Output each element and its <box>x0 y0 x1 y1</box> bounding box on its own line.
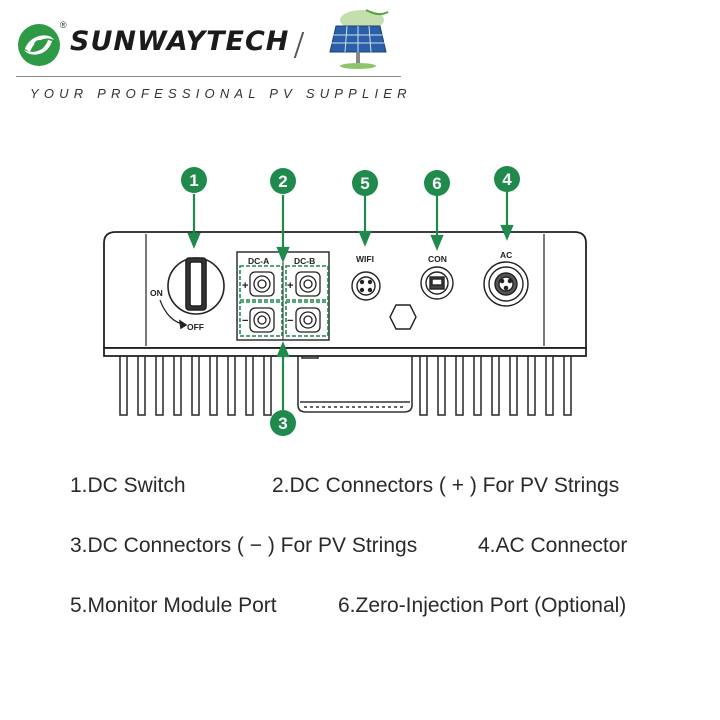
tagline: YOUR PROFESSIONAL PV SUPPLIER <box>30 86 412 101</box>
header-divider <box>293 32 305 58</box>
ac-connector <box>483 261 529 307</box>
inverter-body <box>103 231 587 357</box>
con-port <box>420 266 454 300</box>
ac-label: AC <box>500 250 512 260</box>
dc-a-minus-label: − <box>242 315 248 327</box>
dc-a-plus-label: + <box>242 280 248 292</box>
callout-1: 1 <box>189 171 198 190</box>
callout-6: 6 <box>432 174 441 193</box>
callout-4: 4 <box>502 170 512 189</box>
wifi-label: WIFI <box>356 254 374 264</box>
callout-2: 2 <box>278 172 287 191</box>
switch-on-label: ON <box>150 288 163 298</box>
brand-header: ® SUNWAYTECH YOUR PROFESSIONAL PV SUPPLI… <box>0 0 720 110</box>
sunwaytech-logo-icon <box>18 24 60 66</box>
dc-b-label: DC-B <box>294 256 315 266</box>
registered-mark: ® <box>60 20 67 30</box>
callout-arrows <box>187 192 514 410</box>
brand-name: SUNWAYTECH <box>70 26 290 57</box>
dc-switch <box>159 257 225 330</box>
legend-item-zero-injection: 6.Zero-Injection Port (Optional) <box>338 594 627 617</box>
vent-nut <box>389 304 417 330</box>
legend-item-dc-switch: 1.DC Switch <box>70 474 186 497</box>
legend-item-dc-negative: 3.DC Connectors ( − ) For PV Strings <box>70 534 418 557</box>
callout-badges <box>181 166 520 436</box>
callout-5: 5 <box>360 174 369 193</box>
dc-a-label: DC-A <box>248 256 269 266</box>
dc-b-plus-label: + <box>287 280 293 292</box>
legend-item-dc-positive: 2.DC Connectors ( + ) For PV Strings <box>272 474 620 497</box>
component-legend: 1.DC Switch 2.DC Connectors ( + ) For PV… <box>0 460 720 660</box>
wifi-port <box>351 271 381 301</box>
switch-off-label: OFF <box>187 322 204 332</box>
con-label: CON <box>428 254 447 264</box>
inverter-bottom-diagram: ON OFF DC-A DC-B + + − − WIFI <box>103 166 587 436</box>
dc-connector-block <box>236 251 330 341</box>
header-rule <box>16 76 401 77</box>
dc-b-minus-label: − <box>287 315 293 327</box>
legend-item-monitor-port: 5.Monitor Module Port <box>70 594 277 617</box>
legend-item-ac-connector: 4.AC Connector <box>478 534 628 557</box>
callout-3: 3 <box>278 414 287 433</box>
solar-panel-icon <box>329 9 389 69</box>
center-housing <box>297 349 413 413</box>
